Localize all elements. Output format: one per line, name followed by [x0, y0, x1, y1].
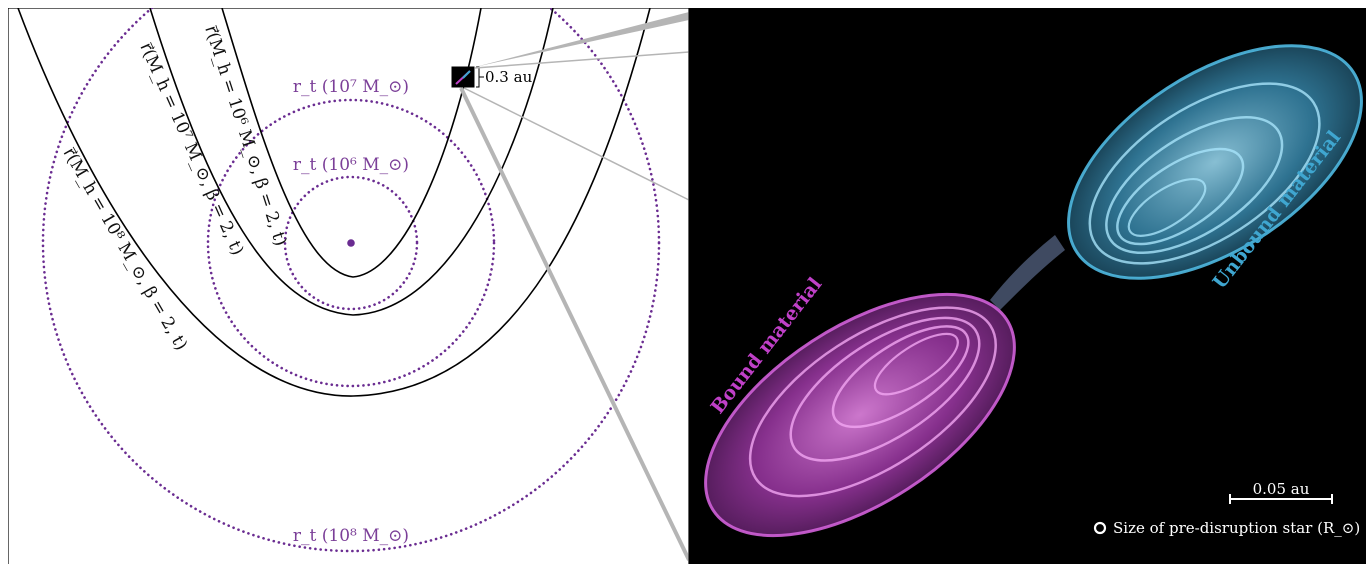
tidal-radius-circle-1e7: [206, 98, 496, 388]
tidal-radius-circle-1e8: [41, 8, 661, 553]
stream-neck: [990, 235, 1065, 310]
unbound-material-lobe: [1067, 44, 1363, 280]
zoom-connectors: [459, 12, 691, 561]
tidal-radius-label-1e7: r_t (10⁷ M_⊙): [293, 77, 409, 97]
scale-bar: 0.05 au: [1229, 480, 1333, 504]
left-panel: r⃗(M_h = 10⁶ M_⊙, β = 2, t) r⃗(M_h = 10⁷…: [8, 8, 689, 564]
black-hole-dot: [347, 239, 355, 247]
star-size-legend: Size of pre-disruption star (R_⊙): [1093, 519, 1360, 537]
scale-bar-label: 0.05 au: [1253, 480, 1310, 498]
tidal-radius-label-1e8: r_t (10⁸ M_⊙): [293, 526, 409, 546]
left-panel-frame: [8, 8, 689, 564]
orbit-curve-1e7: [149, 8, 554, 316]
tidal-radius-circle-1e6: [283, 175, 419, 311]
right-panel: Bound material Unbound material 0.05 au …: [689, 8, 1366, 564]
star-size-marker: [1093, 521, 1107, 535]
zoom-box: 0.3 au: [451, 66, 533, 88]
tidal-radius-label-1e6: r_t (10⁶ M_⊙): [293, 155, 409, 175]
orbit-curve-1e8: [17, 8, 651, 397]
bound-material-lobe: [704, 292, 1016, 538]
zoom-scale-label: 0.3 au: [485, 68, 533, 86]
star-size-label: Size of pre-disruption star (R_⊙): [1113, 519, 1360, 537]
orbit-curve-1e6: [221, 8, 482, 278]
